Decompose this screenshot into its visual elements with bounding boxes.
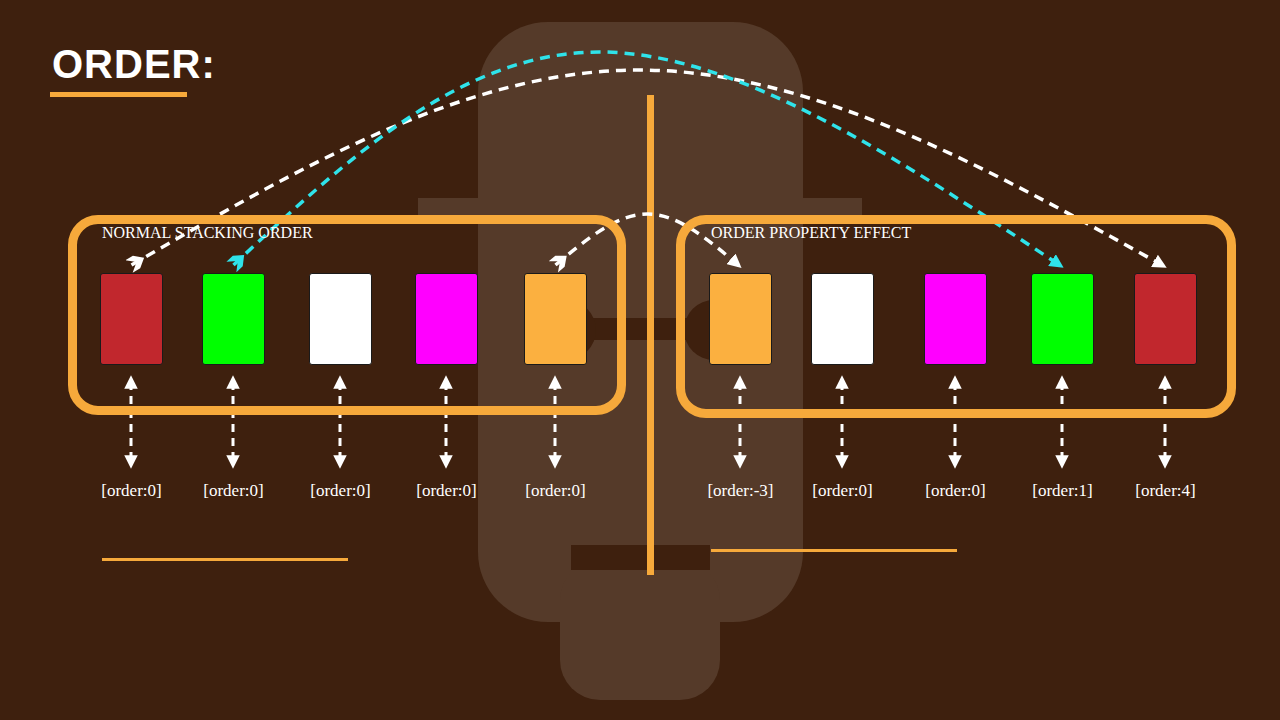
double-arrow	[339, 382, 342, 462]
flex-container: NORMAL STACKING ORDER [order:0] [order:0] […	[68, 215, 626, 415]
double-arrow	[954, 382, 957, 462]
order-label: [order:1]	[1032, 481, 1092, 500]
double-arrow	[232, 382, 235, 462]
title: ORDER:	[52, 42, 216, 86]
label-holder: [order:0]	[812, 481, 872, 501]
label-holder: [order:4]	[1135, 481, 1195, 501]
flex-item: [order:0]	[524, 273, 587, 365]
order-label: [order:0]	[416, 481, 476, 500]
double-arrow	[1164, 382, 1167, 462]
order-label: [order:0]	[310, 481, 370, 500]
double-arrow	[1061, 382, 1064, 462]
label-holder: [order:1]	[1032, 481, 1092, 501]
caption-underline	[711, 549, 957, 552]
caption-holder: ORDER PROPERTY EFFECT	[711, 224, 911, 242]
flex-item: [order:0]	[415, 273, 478, 365]
label-holder: [order:0]	[310, 481, 370, 501]
robot-head	[478, 22, 803, 622]
double-arrow	[739, 382, 742, 462]
label-holder: [order:0]	[203, 481, 263, 501]
robot-mouth	[571, 545, 710, 570]
flex-item: [order:1]	[1031, 273, 1094, 365]
label-holder: [order:0]	[925, 481, 985, 501]
label-holder: [order:-3]	[707, 481, 773, 501]
caption: ORDER PROPERTY EFFECT	[711, 224, 911, 241]
order-label: [order:0]	[925, 481, 985, 500]
flex-item: [order:0]	[924, 273, 987, 365]
order-label: [order:4]	[1135, 481, 1195, 500]
order-label: [order:-3]	[707, 481, 773, 500]
label-holder: [order:0]	[416, 481, 476, 501]
flex-item: [order:0]	[100, 273, 163, 365]
flex-item: [order:4]	[1134, 273, 1197, 365]
double-arrows	[131, 382, 1165, 462]
robot-neck	[560, 560, 720, 700]
order-label: [order:0]	[812, 481, 872, 500]
double-arrow	[445, 382, 448, 462]
title-underline	[50, 92, 187, 97]
flex-item: [order:0]	[202, 273, 265, 365]
flex-item: [order:-3]	[709, 273, 772, 365]
order-label: [order:0]	[525, 481, 585, 500]
label-holder: [order:0]	[525, 481, 585, 501]
double-arrow	[841, 382, 844, 462]
caption-holder: NORMAL STACKING ORDER	[102, 224, 313, 242]
caption: NORMAL STACKING ORDER	[102, 224, 313, 241]
label-holder: [order:0]	[101, 481, 161, 501]
order-arrow	[234, 52, 1063, 267]
flex-item: [order:0]	[309, 273, 372, 365]
robot-silhouette	[418, 22, 862, 700]
flex-container: ORDER PROPERTY EFFECT [order:-3] [order:0]…	[676, 215, 1236, 418]
double-arrow	[130, 382, 133, 462]
caption-underline	[102, 558, 348, 561]
order-label: [order:0]	[101, 481, 161, 500]
title-holder: ORDER:	[52, 42, 216, 87]
flex-item: [order:0]	[811, 273, 874, 365]
order-label: [order:0]	[203, 481, 263, 500]
double-arrow	[554, 382, 557, 462]
robot-bridge	[590, 318, 690, 340]
divider-line	[647, 95, 654, 575]
